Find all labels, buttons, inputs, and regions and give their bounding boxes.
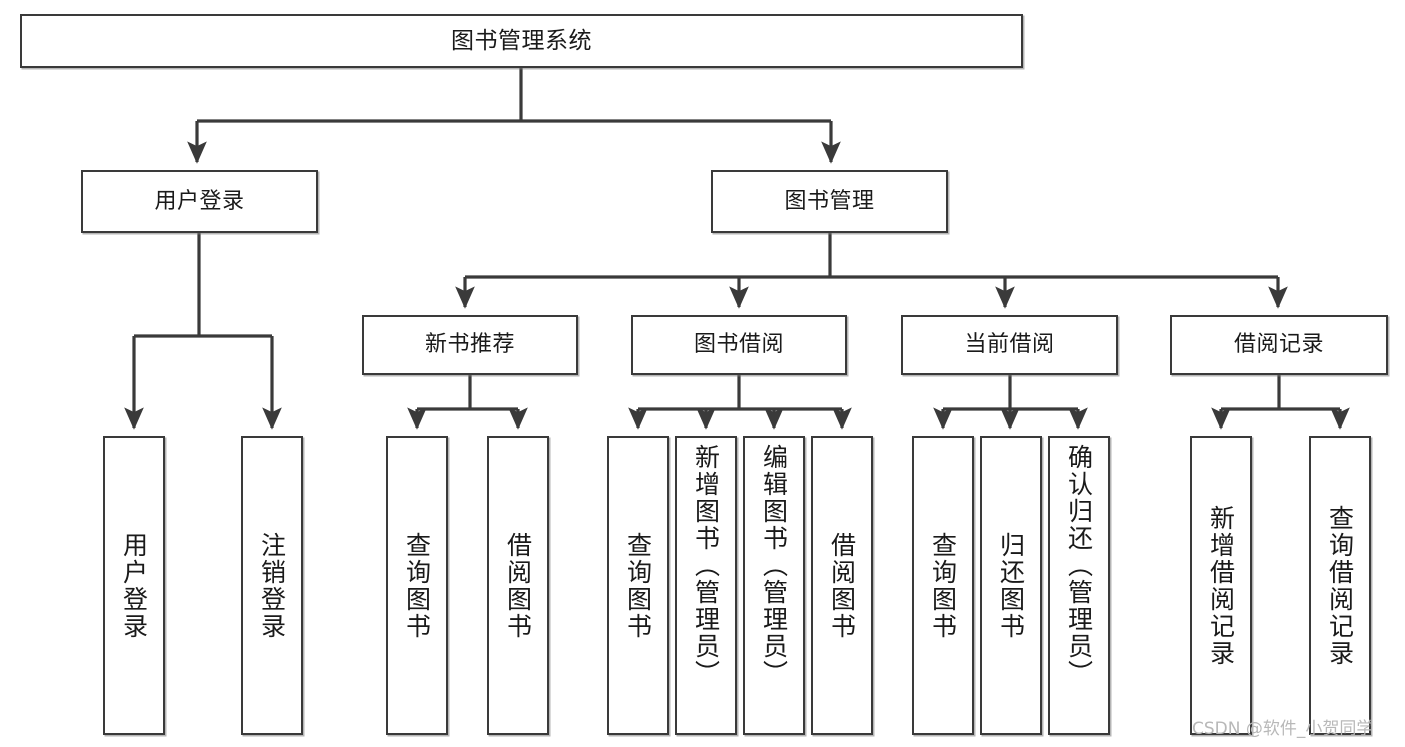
node-label: 图书借阅 xyxy=(693,332,784,358)
node-label: 查询图书 xyxy=(623,531,653,640)
leaf-current-borrow-confirm-return[interactable]: 确认归还（管理员） xyxy=(1048,436,1110,735)
node-label: 图书管理系统 xyxy=(451,27,592,54)
node-new-book-recommend[interactable]: 新书推荐 xyxy=(362,315,578,375)
node-book-borrow[interactable]: 图书借阅 xyxy=(631,315,847,375)
node-book-management[interactable]: 图书管理 xyxy=(711,170,948,233)
node-label: 当前借阅 xyxy=(964,332,1055,358)
node-label: 新书推荐 xyxy=(424,332,515,358)
leaf-current-borrow-return-book[interactable]: 归还图书 xyxy=(980,436,1042,735)
node-current-borrow[interactable]: 当前借阅 xyxy=(901,315,1118,375)
node-borrow-record[interactable]: 借阅记录 xyxy=(1170,315,1388,375)
node-label: 归还图书 xyxy=(996,531,1026,640)
leaf-borrow-record-query-record[interactable]: 查询借阅记录 xyxy=(1309,436,1371,735)
node-label: 用户登录 xyxy=(119,531,149,640)
node-label: 查询图书 xyxy=(402,531,432,640)
leaf-current-borrow-query-book[interactable]: 查询图书 xyxy=(912,436,974,735)
node-label: 确认归还（管理员） xyxy=(1064,444,1094,687)
node-root-system[interactable]: 图书管理系统 xyxy=(20,14,1023,68)
leaf-book-borrow-add-book[interactable]: 新增图书（管理员） xyxy=(675,436,737,735)
leaf-book-borrow-borrow-book[interactable]: 借阅图书 xyxy=(811,436,873,735)
node-label: 图书管理 xyxy=(784,188,875,214)
node-label: 借阅记录 xyxy=(1233,332,1324,358)
leaf-new-book-query-book[interactable]: 查询图书 xyxy=(386,436,448,735)
node-label: 借阅图书 xyxy=(827,531,857,640)
node-label: 借阅图书 xyxy=(503,531,533,640)
watermark-text: CSDN @软件_小贺同学 xyxy=(1192,719,1374,739)
node-label: 查询借阅记录 xyxy=(1325,504,1355,667)
node-label: 新增借阅记录 xyxy=(1206,504,1236,667)
node-label: 新增图书（管理员） xyxy=(691,444,721,687)
leaf-book-borrow-query-book[interactable]: 查询图书 xyxy=(607,436,669,735)
node-user-login[interactable]: 用户登录 xyxy=(81,170,318,233)
leaf-user-login-login[interactable]: 用户登录 xyxy=(103,436,165,735)
node-label: 查询图书 xyxy=(928,531,958,640)
leaf-new-book-borrow-book[interactable]: 借阅图书 xyxy=(487,436,549,735)
node-label: 编辑图书（管理员） xyxy=(759,444,789,687)
node-label: 注销登录 xyxy=(257,531,287,640)
leaf-borrow-record-add-record[interactable]: 新增借阅记录 xyxy=(1190,436,1252,735)
leaf-user-login-logout[interactable]: 注销登录 xyxy=(241,436,303,735)
leaf-book-borrow-edit-book[interactable]: 编辑图书（管理员） xyxy=(743,436,805,735)
node-label: 用户登录 xyxy=(154,188,245,214)
